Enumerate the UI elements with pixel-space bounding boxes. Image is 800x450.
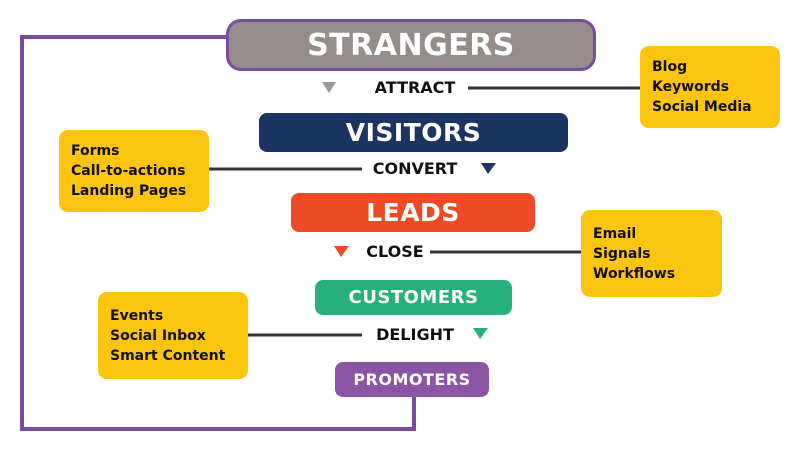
attract-tactics-box: Blog Keywords Social Media xyxy=(640,46,780,128)
tactic-item: Email xyxy=(593,225,637,242)
delight-tactics-box: Events Social Inbox Smart Content xyxy=(98,292,248,379)
stage-customers-label: CUSTOMERS xyxy=(348,287,479,308)
stage-visitors-label: VISITORS xyxy=(345,118,482,147)
delight-arrow-icon xyxy=(473,328,488,339)
convert-arrow-icon xyxy=(481,163,496,174)
tactic-item: Keywords xyxy=(652,79,730,95)
action-convert: CONVERT xyxy=(372,159,458,178)
tactic-item: Workflows xyxy=(593,265,676,282)
action-close: CLOSE xyxy=(366,242,424,261)
tactic-item: Social Inbox xyxy=(110,327,206,344)
stage-customers: CUSTOMERS xyxy=(315,280,512,315)
stage-promoters-label: PROMOTERS xyxy=(353,370,471,389)
stage-leads-label: LEADS xyxy=(366,198,460,227)
stage-strangers: STRANGERS xyxy=(226,19,596,71)
close-tactics-box: Email Signals Workflows xyxy=(581,210,722,297)
action-attract: ATTRACT xyxy=(374,78,456,97)
stage-promoters: PROMOTERS xyxy=(335,362,489,397)
action-delight: DELIGHT xyxy=(376,325,454,344)
stage-leads: LEADS xyxy=(291,193,535,232)
tactic-item: Forms xyxy=(71,143,120,159)
feedback-loop-line xyxy=(20,35,416,431)
attract-arrow-icon xyxy=(322,82,336,93)
stage-visitors: VISITORS xyxy=(259,113,568,152)
convert-tactics-box: Forms Call-to-actions Landing Pages xyxy=(59,130,209,212)
stage-strangers-label: STRANGERS xyxy=(307,27,515,63)
tactic-item: Call-to-actions xyxy=(71,163,186,179)
tactic-item: Signals xyxy=(593,245,651,262)
tactic-item: Landing Pages xyxy=(71,183,187,199)
tactic-item: Blog xyxy=(652,59,688,75)
tactic-item: Events xyxy=(110,307,164,324)
tactic-item: Smart Content xyxy=(110,347,226,364)
close-arrow-icon xyxy=(334,246,349,257)
tactic-item: Social Media xyxy=(652,99,752,115)
